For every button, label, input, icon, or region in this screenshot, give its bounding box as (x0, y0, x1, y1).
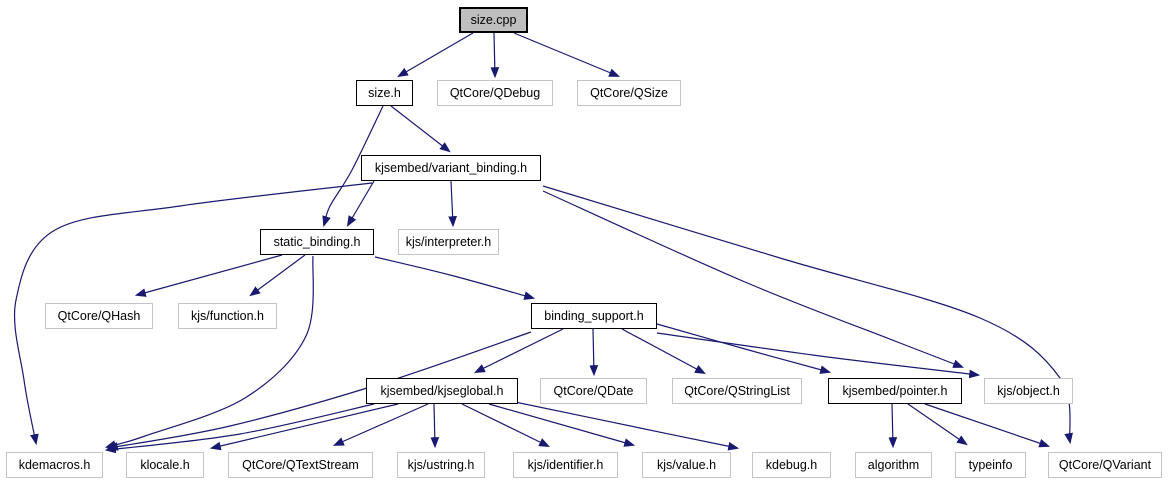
edge-binding_support-to-object (656, 332, 981, 379)
edge-kjseglobal-to-value (488, 403, 636, 447)
edge-kjseglobal-to-klocale (209, 403, 399, 451)
edge-kjseglobal-to-kdemacros (104, 403, 375, 454)
edge-size_cpp-to-size_h (397, 32, 474, 78)
graph-node-size_h[interactable]: size.h (356, 80, 413, 106)
edge-variant_binding-to-interpreter (448, 180, 457, 228)
graph-node-size_cpp[interactable]: size.cpp (459, 7, 528, 33)
graph-node-qdate: QtCore/QDate (540, 378, 647, 404)
edge-variant_binding-to-kdemacros (13, 182, 373, 446)
graph-node-kjseglobal[interactable]: kjsembed/kjseglobal.h (366, 378, 518, 404)
edge-kjseglobal-to-ustring (430, 403, 440, 449)
graph-node-identifier: kjs/identifier.h (513, 452, 618, 478)
graph-node-pointer[interactable]: kjsembed/pointer.h (828, 378, 962, 404)
graph-node-value: kjs/value.h (642, 452, 731, 478)
edge-size_cpp-to-qsize (513, 32, 621, 77)
edge-pointer-to-qvariant (924, 403, 1051, 448)
edge-pointer-to-typeinfo (907, 403, 968, 446)
edge-kjseglobal-to-identifier (461, 403, 550, 447)
edge-variant_binding-to-static_binding (346, 180, 375, 227)
edge-static_binding-to-qhash (134, 254, 283, 297)
graph-node-qtextstream: QtCore/QTextStream (228, 452, 373, 478)
graph-node-qhash: QtCore/QHash (45, 303, 153, 329)
edge-binding_support-to-kdemacros (106, 331, 532, 451)
graph-node-kdebug: kdebug.h (752, 452, 831, 478)
edge-static_binding-to-binding_support (374, 256, 536, 300)
edge-binding_support-to-qstringlist (621, 328, 706, 375)
graph-node-qstringlist: QtCore/QStringList (672, 378, 802, 404)
edge-size_h-to-variant_binding (390, 105, 451, 153)
graph-node-klocale: klocale.h (126, 452, 204, 478)
graph-node-interpreter: kjs/interpreter.h (398, 229, 499, 255)
edge-variant_binding-to-object (542, 190, 965, 368)
edge-size_cpp-to-qdebug (490, 32, 500, 79)
edge-binding_support-to-kjseglobal (474, 328, 564, 373)
edge-size_h-to-static_binding (322, 105, 384, 228)
edge-pointer-to-algorithm (888, 403, 898, 449)
graph-node-variant_binding[interactable]: kjsembed/variant_binding.h (361, 155, 541, 181)
graph-node-typeinfo: typeinfo (955, 452, 1026, 478)
edge-static_binding-to-kdemacros (104, 255, 314, 449)
edge-kjseglobal-to-qtextstream (332, 403, 429, 446)
edge-static_binding-to-function (249, 254, 306, 297)
edge-binding_support-to-qdate (589, 328, 599, 377)
graph-node-qsize: QtCore/QSize (577, 80, 681, 106)
graph-node-ustring: kjs/ustring.h (397, 452, 485, 478)
graph-node-static_binding[interactable]: static_binding.h (260, 229, 374, 255)
graph-node-qdebug: QtCore/QDebug (437, 80, 553, 106)
graph-node-algorithm: algorithm (855, 452, 932, 478)
edge-binding_support-to-pointer (656, 323, 832, 374)
graph-node-binding_support[interactable]: binding_support.h (531, 303, 657, 329)
graph-node-qvariant: QtCore/QVariant (1048, 452, 1162, 478)
edge-kjseglobal-to-kdebug (514, 401, 740, 451)
graph-node-kdemacros: kdemacros.h (6, 452, 103, 478)
graph-node-function: kjs/function.h (178, 303, 277, 329)
graph-node-object: kjs/object.h (984, 378, 1073, 404)
